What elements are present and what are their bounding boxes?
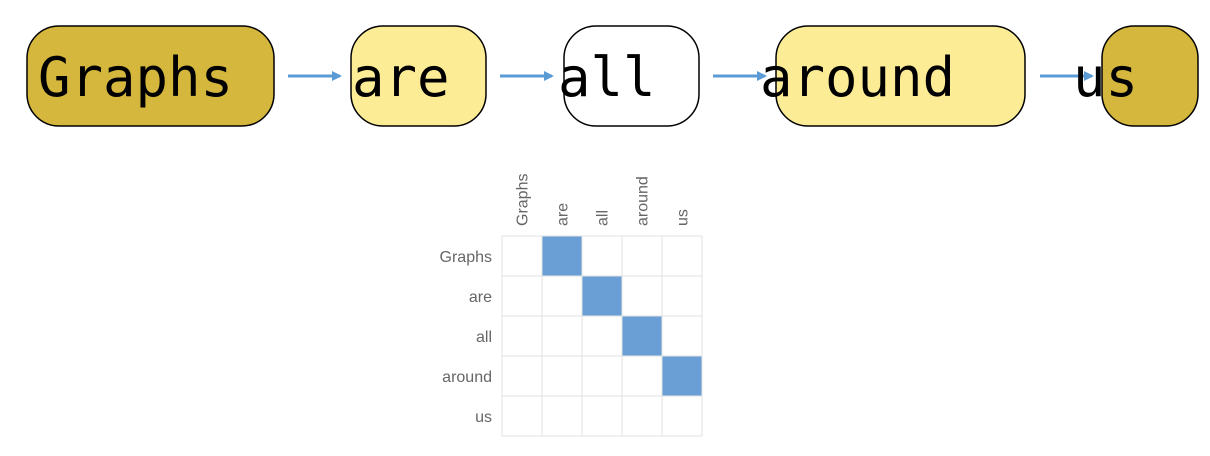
matrix-cell-graphs-all (582, 236, 622, 276)
matrix-cell-graphs-graphs (502, 236, 542, 276)
matrix-cell-all-all (582, 316, 622, 356)
matrix-cell-us-us (662, 396, 702, 436)
matrix-cell-us-around (622, 396, 662, 436)
token-box-around (775, 25, 1026, 127)
row-label-graphs: Graphs (440, 249, 492, 266)
column-label-all: all (595, 210, 612, 226)
token-label-all: all (558, 46, 656, 109)
matrix-cell-are-all (582, 276, 622, 316)
row-label-around: around (442, 369, 492, 386)
token-sequence: Graphs are all around us (26, 25, 1199, 127)
token-label-us: us (1073, 46, 1138, 109)
matrix-cell-around-are (542, 356, 582, 396)
column-label-graphs: Graphs (515, 174, 532, 226)
row-label-us: us (475, 409, 492, 426)
token-box-graphs (26, 25, 275, 127)
matrix-cell-graphs-are (542, 236, 582, 276)
matrix-cell-around-around (622, 356, 662, 396)
matrix-cell-all-graphs (502, 316, 542, 356)
token-label-are: are (352, 46, 450, 109)
matrix-cell-all-around (622, 316, 662, 356)
token-box-us (1101, 25, 1199, 127)
column-label-are: are (555, 203, 572, 226)
matrix-cell-graphs-us (662, 236, 702, 276)
matrix-cell-are-graphs (502, 276, 542, 316)
matrix-cell-us-graphs (502, 396, 542, 436)
column-label-around: around (635, 176, 652, 226)
matrix-cell-us-all (582, 396, 622, 436)
token-box-all (563, 25, 700, 127)
matrix-cell-are-are (542, 276, 582, 316)
row-label-all: all (476, 329, 492, 346)
column-label-us: us (675, 209, 692, 226)
matrix-cell-are-us (662, 276, 702, 316)
matrix-cell-around-us (662, 356, 702, 396)
matrix-cell-all-are (542, 316, 582, 356)
matrix-cell-around-all (582, 356, 622, 396)
token-label-graphs: Graphs (38, 46, 233, 109)
matrix-cell-all-us (662, 316, 702, 356)
token-box-are (350, 25, 487, 127)
matrix-cell-us-are (542, 396, 582, 436)
matrix-cell-are-around (622, 276, 662, 316)
row-label-are: are (469, 289, 492, 306)
token-label-around: around (760, 46, 955, 109)
matrix-cell-around-graphs (502, 356, 542, 396)
matrix-cell-graphs-around (622, 236, 662, 276)
